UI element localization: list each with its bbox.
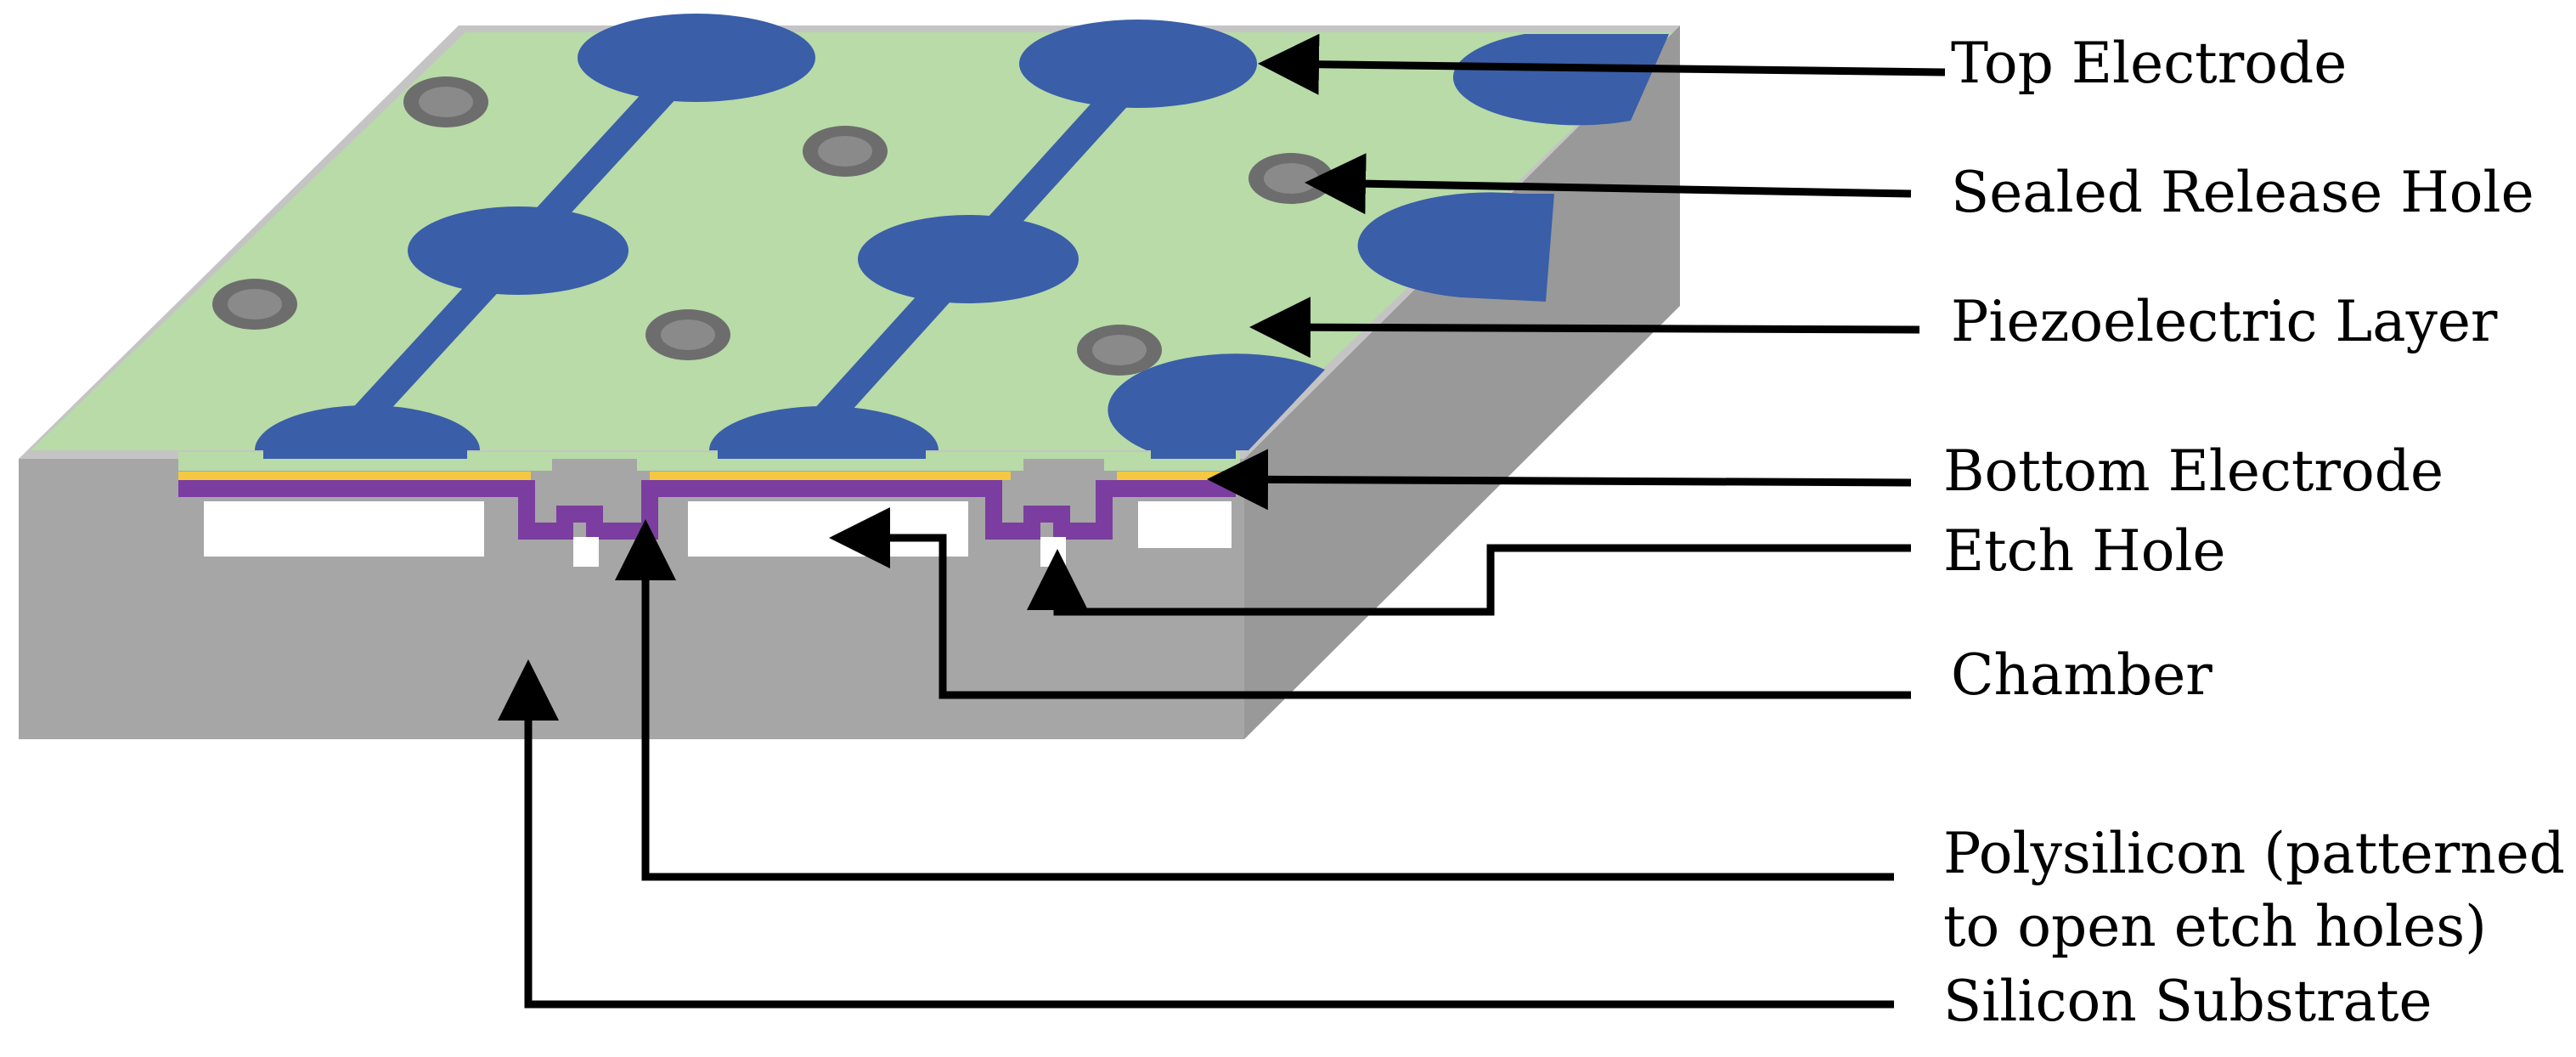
label-piezoelectric-layer: Piezoelectric Layer	[1951, 289, 2498, 354]
cross-section-stack	[178, 450, 1240, 567]
arrow-sealed-release-hole	[1305, 153, 1912, 215]
top-electrode-edge	[718, 450, 926, 459]
sealed-release-hole	[1077, 325, 1162, 376]
polysilicon-layer	[178, 480, 1236, 540]
label-polysilicon: Polysilicon (patterned to open etch hole…	[1943, 821, 2566, 959]
bottom-electrode-segment	[178, 472, 531, 480]
top-electrode-pad	[1108, 353, 1325, 450]
etch-hole	[1040, 537, 1066, 567]
sealed-release-hole	[1249, 153, 1333, 204]
arrow-chamber	[829, 507, 1911, 699]
label-sealed-release-hole: Sealed Release Hole	[1951, 160, 2534, 225]
top-electrode-edge	[1151, 450, 1236, 459]
label-etch-hole: Etch Hole	[1943, 518, 2226, 584]
arrow-bottom-electrode	[1207, 449, 1912, 511]
arrow-etch-hole	[1027, 544, 1911, 616]
top-electrode-edge	[263, 450, 467, 459]
piezo-gap	[1023, 459, 1104, 500]
arrow-piezoelectric-layer	[1249, 297, 1920, 359]
label-silicon-substrate: Silicon Substrate	[1943, 969, 2432, 1034]
sealed-release-hole	[403, 76, 488, 127]
leader-arrows	[498, 33, 1946, 1009]
bottom-electrode-segment	[1117, 472, 1236, 480]
top-electrode-pad	[1452, 34, 1669, 126]
top-electrode-pads	[255, 14, 1669, 450]
top-electrode-pad	[709, 406, 939, 450]
top-electrode-pad	[255, 405, 480, 450]
sealed-release-hole	[645, 309, 730, 360]
arrow-silicon-substrate	[498, 659, 1894, 1009]
sealed-release-hole	[803, 126, 888, 177]
etch-hole	[573, 537, 599, 567]
top-electrode-pad	[578, 14, 815, 102]
chamber	[688, 501, 968, 557]
bottom-electrode-segment	[650, 472, 1011, 480]
top-electrode-pad	[1357, 192, 1554, 302]
piezo-gap	[552, 459, 637, 500]
label-top-electrode: Top Electrode	[1951, 31, 2348, 96]
sealed-release-hole	[212, 279, 297, 330]
substrate-side-face	[1244, 25, 1680, 739]
chamber	[204, 501, 484, 557]
label-chamber: Chamber	[1951, 642, 2212, 708]
arrow-top-electrode	[1258, 33, 1946, 95]
top-electrode-pad	[1019, 20, 1257, 108]
top-electrode-pad	[408, 206, 628, 295]
top-electrode-pad	[858, 215, 1079, 303]
arrow-polysilicon	[615, 519, 1894, 881]
chamber	[1138, 501, 1232, 548]
label-bottom-electrode: Bottom Electrode	[1943, 438, 2444, 504]
